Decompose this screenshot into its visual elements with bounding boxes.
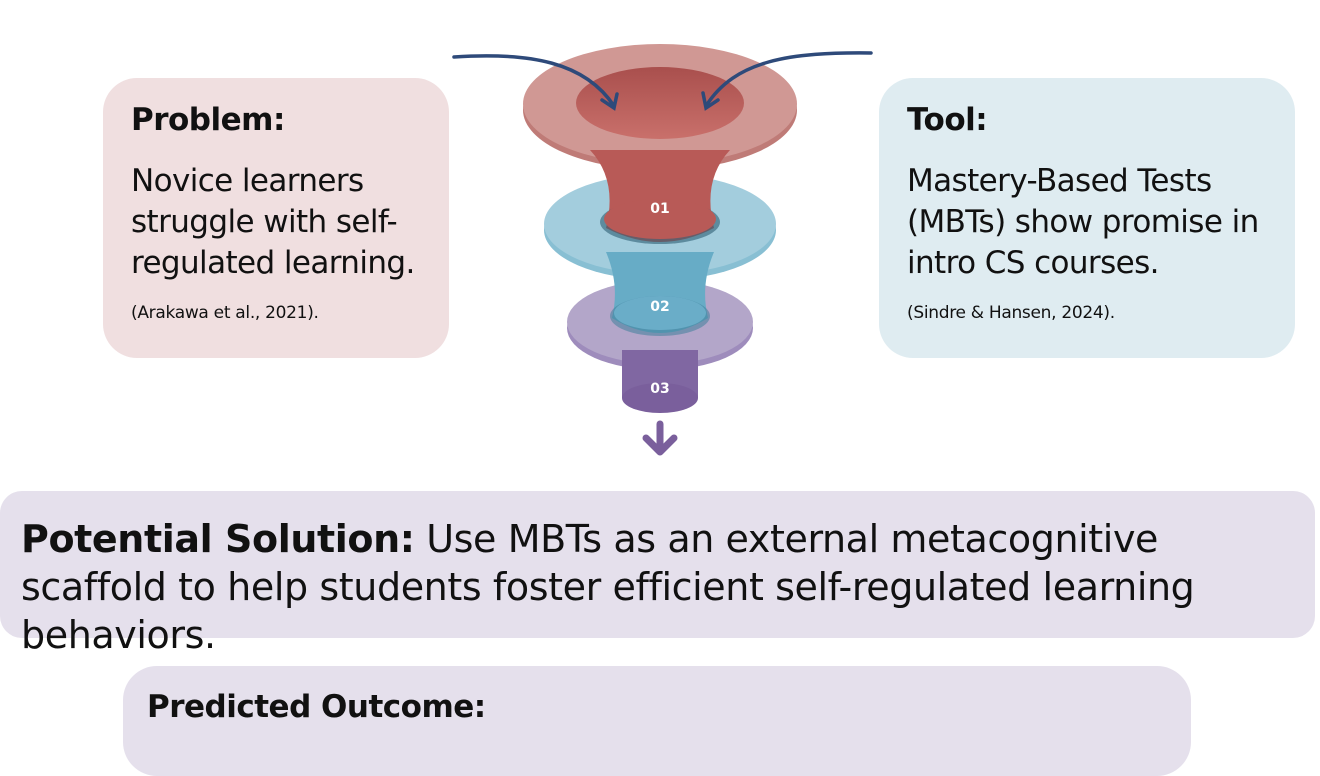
solution-text: Use MBTs as an external metacognitive sc… bbox=[21, 517, 1195, 657]
outcome-card: Predicted Outcome: bbox=[123, 666, 1191, 776]
right-arrowhead-icon bbox=[701, 91, 720, 111]
left-arrow-icon bbox=[452, 54, 616, 108]
right-arrow-icon bbox=[704, 51, 873, 108]
problem-body: Novice learners struggle with self-regul… bbox=[131, 163, 415, 281]
tool-citation: (Sindre & Hansen, 2024). bbox=[907, 303, 1115, 323]
stage-3-label: 03 bbox=[650, 381, 669, 397]
problem-card: Problem: Novice learners struggle with s… bbox=[103, 78, 449, 358]
solution-lead: Potential Solution: bbox=[21, 517, 415, 561]
funnel-stage-1: 01 bbox=[523, 44, 797, 244]
down-arrow-icon bbox=[642, 420, 678, 456]
stage-2-label: 02 bbox=[650, 299, 669, 315]
outcome-heading: Predicted Outcome: bbox=[147, 689, 486, 725]
tool-card: Tool: Mastery-Based Tests (MBTs) show pr… bbox=[879, 78, 1295, 358]
solution-banner: Potential Solution: Use MBTs as an exter… bbox=[0, 491, 1315, 657]
incoming-arrows bbox=[452, 51, 873, 111]
problem-citation: (Arakawa et al., 2021). bbox=[131, 303, 319, 323]
tool-heading: Tool: bbox=[907, 102, 988, 138]
left-arrowhead-icon bbox=[600, 92, 619, 111]
funnel-diagram: 03 02 01 bbox=[452, 44, 873, 456]
tool-body: Mastery-Based Tests (MBTs) show promise … bbox=[907, 163, 1259, 281]
stage-1-label: 01 bbox=[650, 201, 669, 217]
problem-heading: Problem: bbox=[131, 102, 285, 138]
